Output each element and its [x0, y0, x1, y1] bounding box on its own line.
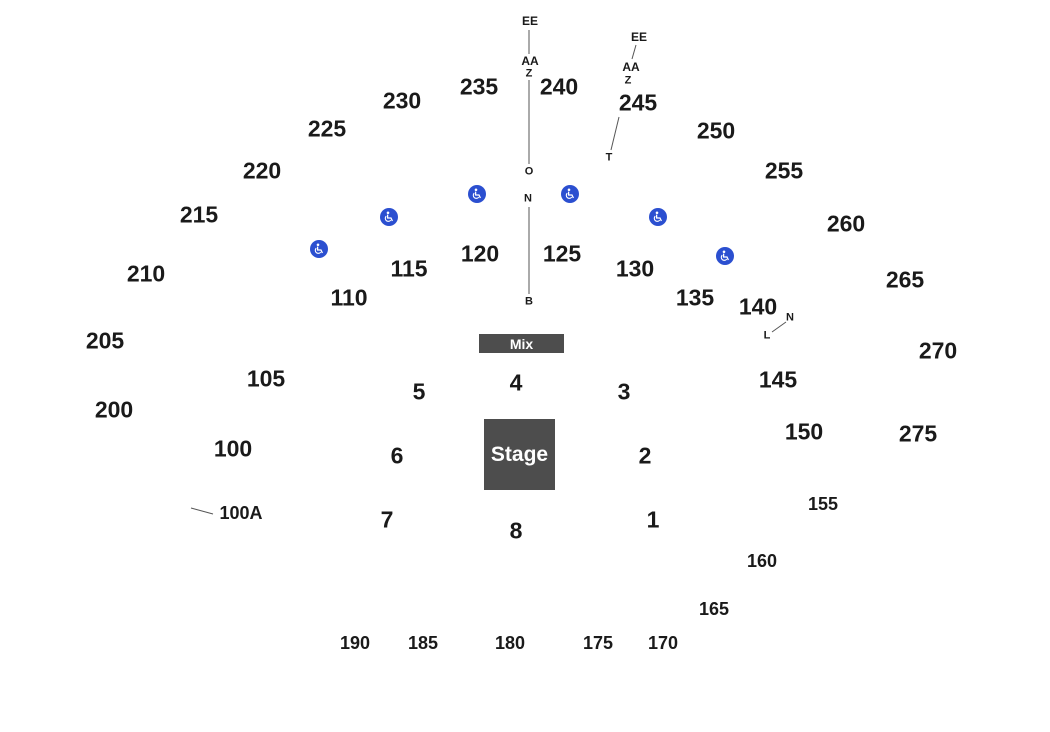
section-105[interactable]: 105 [246, 365, 286, 392]
row-marker-center-n: N [524, 192, 532, 205]
section-170[interactable]: 170 [647, 633, 679, 653]
row-marker-center-z: Z [525, 67, 533, 80]
section-125[interactable]: 125 [542, 240, 582, 267]
section-230[interactable]: 230 [382, 87, 422, 114]
row-marker-245-z: Z [624, 74, 632, 87]
section-1[interactable]: 1 [646, 506, 660, 533]
section-110[interactable]: 110 [330, 284, 368, 311]
section-205[interactable]: 205 [85, 327, 125, 354]
mix-position: Mix [479, 334, 564, 353]
section-155[interactable]: 155 [807, 494, 839, 514]
section-215[interactable]: 215 [179, 201, 219, 228]
wheelchair-icon[interactable] [561, 185, 579, 203]
row-marker-140-n: N [786, 311, 794, 324]
section-150[interactable]: 150 [784, 418, 824, 445]
row-marker-245-t: T [605, 151, 613, 164]
section-225[interactable]: 225 [307, 115, 347, 142]
row-marker-245-ee: EE [630, 30, 648, 44]
section-3[interactable]: 3 [617, 378, 631, 405]
row-marker-140-l: L [763, 329, 771, 342]
section-185[interactable]: 185 [407, 633, 439, 653]
wheelchair-icon[interactable] [380, 208, 398, 226]
section-265[interactable]: 265 [885, 266, 925, 293]
section-220[interactable]: 220 [242, 157, 282, 184]
section-100a[interactable]: 100A [219, 503, 263, 523]
section-235[interactable]: 235 [459, 73, 499, 100]
section-240[interactable]: 240 [539, 73, 579, 100]
section-255[interactable]: 255 [764, 157, 804, 184]
section-130[interactable]: 130 [615, 255, 655, 282]
section-260[interactable]: 260 [826, 210, 866, 237]
section-245[interactable]: 245 [618, 89, 658, 116]
section-275[interactable]: 275 [898, 420, 938, 447]
section-165[interactable]: 165 [698, 599, 730, 619]
wheelchair-icon[interactable] [716, 247, 734, 265]
stage[interactable]: Stage [484, 419, 555, 490]
section-180[interactable]: 180 [494, 633, 526, 653]
section-270[interactable]: 270 [918, 337, 958, 364]
section-2[interactable]: 2 [638, 442, 652, 469]
wheelchair-icon[interactable] [649, 208, 667, 226]
mix-label: Mix [509, 335, 534, 352]
section-4[interactable]: 4 [509, 369, 523, 396]
section-7[interactable]: 7 [380, 506, 394, 533]
aisle-line-245-lower [610, 116, 620, 151]
section-120[interactable]: 120 [460, 240, 500, 267]
aisle-line-245-upper [631, 44, 637, 60]
section-5[interactable]: 5 [412, 378, 426, 405]
section-135[interactable]: 135 [675, 284, 715, 311]
section-100[interactable]: 100 [213, 435, 253, 462]
section-210[interactable]: 210 [126, 260, 166, 287]
section-115[interactable]: 115 [390, 255, 428, 282]
section-190[interactable]: 190 [339, 633, 371, 653]
aisle-line-140 [771, 321, 787, 333]
section-145[interactable]: 145 [758, 366, 798, 393]
aisle-line-100a [190, 507, 214, 515]
section-160[interactable]: 160 [746, 551, 778, 571]
section-250[interactable]: 250 [696, 117, 736, 144]
wheelchair-icon[interactable] [310, 240, 328, 258]
section-175[interactable]: 175 [582, 633, 614, 653]
row-marker-center-o: O [524, 165, 534, 178]
row-marker-center-ee: EE [521, 14, 539, 28]
section-8[interactable]: 8 [509, 517, 523, 544]
row-marker-center-aa: AA [521, 54, 539, 68]
row-marker-245-aa: AA [622, 60, 640, 74]
wheelchair-icon[interactable] [468, 185, 486, 203]
section-140[interactable]: 140 [738, 293, 778, 320]
row-marker-center-b: B [525, 295, 533, 308]
stage-label: Stage [490, 442, 549, 466]
section-6[interactable]: 6 [390, 442, 404, 469]
section-200[interactable]: 200 [94, 396, 134, 423]
